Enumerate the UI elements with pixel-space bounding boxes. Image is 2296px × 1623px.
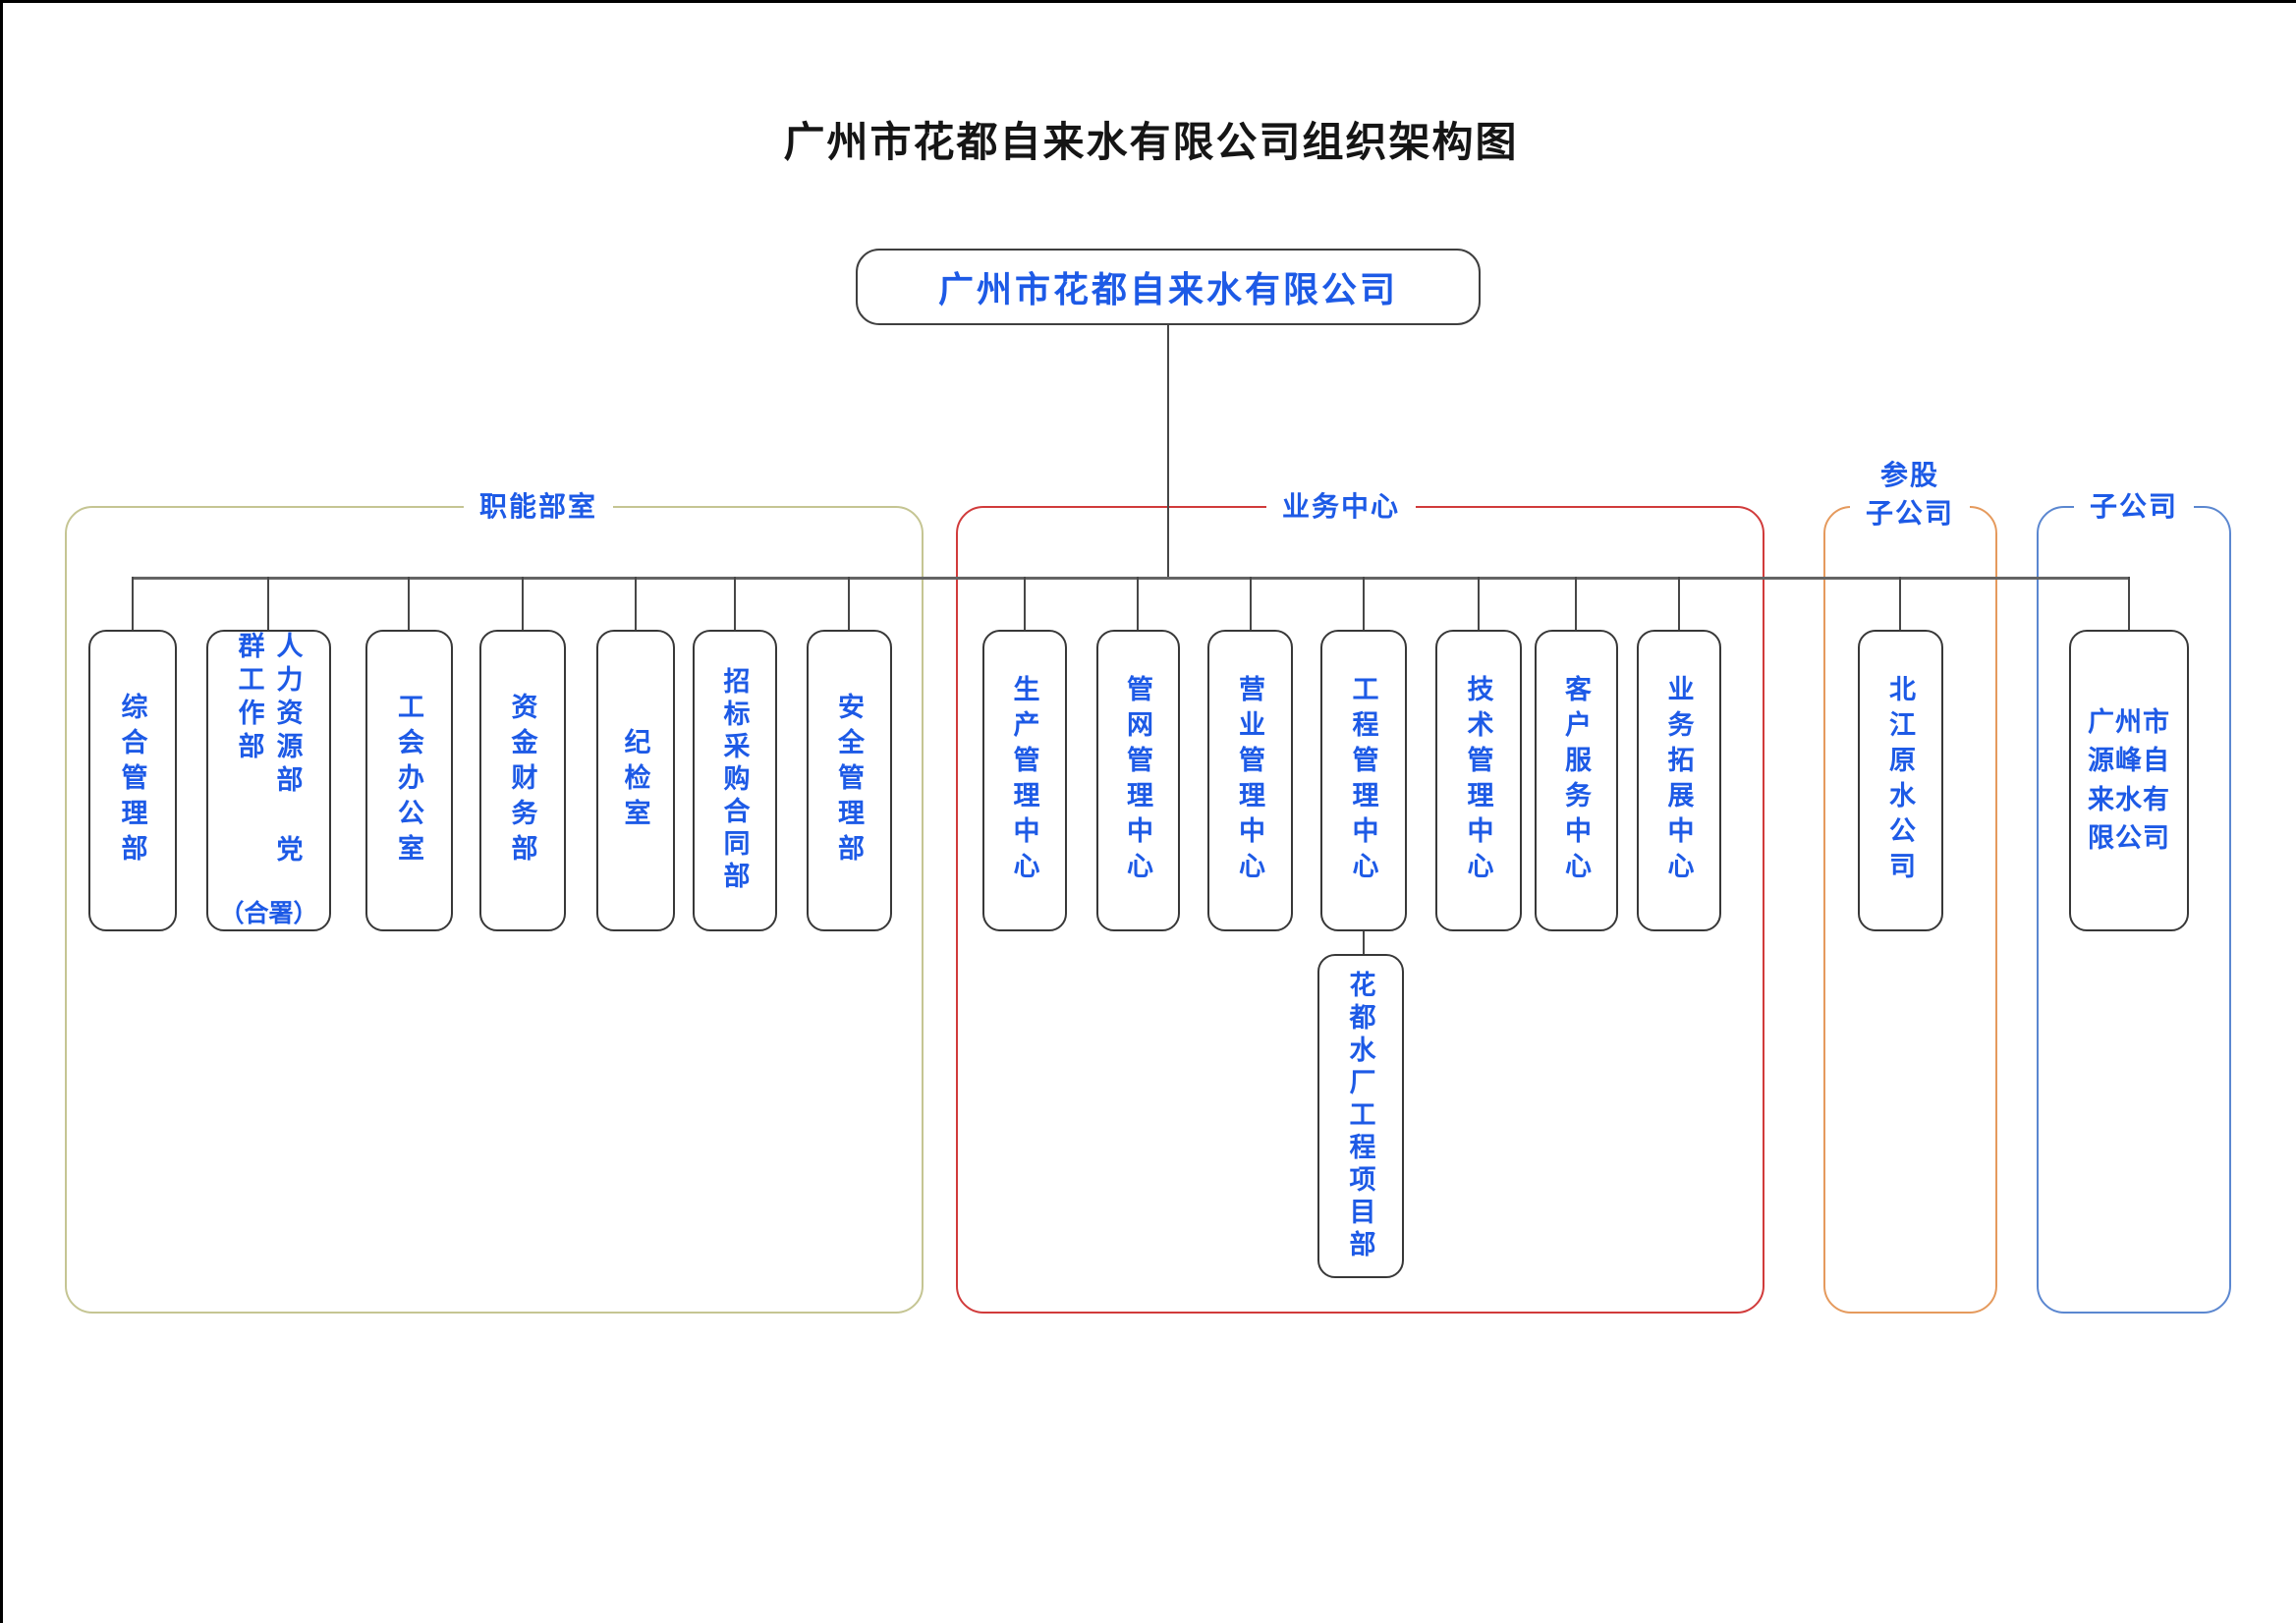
connector-stub xyxy=(1899,577,1901,630)
root-node: 广州市花都自来水有限公司 xyxy=(856,249,1481,325)
connector-stub xyxy=(848,577,850,630)
connector-child-stub xyxy=(1363,931,1365,954)
org-node-jijian: 纪检室 xyxy=(596,630,675,931)
chart-title: 广州市花都自来水有限公司组织架构图 xyxy=(783,119,1519,165)
node-label: 工程管理中心 xyxy=(1348,674,1378,887)
node-label: 资金财务部 xyxy=(507,692,537,869)
org-node-zijin: 资金财务部 xyxy=(479,630,566,931)
org-node-kehu: 客户服务中心 xyxy=(1535,630,1618,931)
node-note: （合署） xyxy=(219,900,318,927)
org-node-gonghui: 工会办公室 xyxy=(365,630,453,931)
node-label-left-column: 党群工作部 xyxy=(234,632,303,868)
node-label: 安全管理部 xyxy=(834,692,864,869)
org-node-yingye: 营业管理中心 xyxy=(1207,630,1293,931)
org-node-zhaobiao: 招标采购合同部 xyxy=(693,630,777,931)
node-label-right-column: 人力资源部 xyxy=(272,632,303,799)
org-node-huadu-project: 花都水厂工程项目部 xyxy=(1317,954,1404,1278)
org-node-zonghe: 综合管理部 xyxy=(88,630,177,931)
connector-stub xyxy=(408,577,410,630)
node-label: 纪检室 xyxy=(620,727,650,834)
connector-stub xyxy=(2128,577,2130,630)
connector-stub xyxy=(1678,577,1680,630)
org-node-shengchan: 生产管理中心 xyxy=(982,630,1067,931)
node-label: 技术管理中心 xyxy=(1463,674,1493,887)
connector-stub xyxy=(635,577,637,630)
node-label: 生产管理中心 xyxy=(1009,674,1039,887)
connector-root-stem xyxy=(1167,325,1169,577)
node-label: 业务拓展中心 xyxy=(1663,674,1694,887)
org-node-dangqun-renli: 人力资源部 党群工作部 （合署） xyxy=(206,630,331,931)
connector-stub xyxy=(522,577,524,630)
org-node-yuanfeng: 广州市源峰自来水有限公司 xyxy=(2069,630,2189,931)
org-node-tuozhan: 业务拓展中心 xyxy=(1637,630,1721,931)
node-label: 营业管理中心 xyxy=(1235,674,1264,887)
org-node-guanwang: 管网管理中心 xyxy=(1096,630,1180,931)
org-node-anquan: 安全管理部 xyxy=(807,630,892,931)
node-label: 综合管理部 xyxy=(117,692,147,869)
node-label: 招标采购合同部 xyxy=(719,667,750,894)
connector-stub xyxy=(1575,577,1577,630)
node-label: 北江原水公司 xyxy=(1885,674,1915,887)
group-label-subsidiary: 子公司 xyxy=(2073,487,2195,527)
connector-stub xyxy=(1137,577,1139,630)
root-node-label: 广州市花都自来水有限公司 xyxy=(937,269,1398,309)
group-label-invested: 参股 子公司 xyxy=(1849,457,1971,533)
connector-bus-line xyxy=(132,577,2130,580)
connector-stub xyxy=(734,577,736,630)
node-label: 工会办公室 xyxy=(394,692,423,869)
connector-stub xyxy=(1478,577,1480,630)
group-label-business: 业务中心 xyxy=(1265,487,1417,527)
org-node-beijiang: 北江原水公司 xyxy=(1858,630,1943,931)
node-label: 广州市源峰自来水有限公司 xyxy=(2088,707,2170,853)
org-node-gongcheng: 工程管理中心 xyxy=(1320,630,1407,931)
org-node-jishu: 技术管理中心 xyxy=(1435,630,1522,931)
connector-stub xyxy=(267,577,269,630)
connector-stub xyxy=(1024,577,1026,630)
group-label-functional: 职能部室 xyxy=(463,487,614,527)
node-label: 客户服务中心 xyxy=(1561,674,1591,887)
connector-stub xyxy=(1363,577,1365,630)
node-label: 花都水厂工程项目部 xyxy=(1345,970,1375,1262)
connector-stub xyxy=(1250,577,1252,630)
node-label: 管网管理中心 xyxy=(1123,674,1152,887)
connector-stub xyxy=(132,577,134,630)
